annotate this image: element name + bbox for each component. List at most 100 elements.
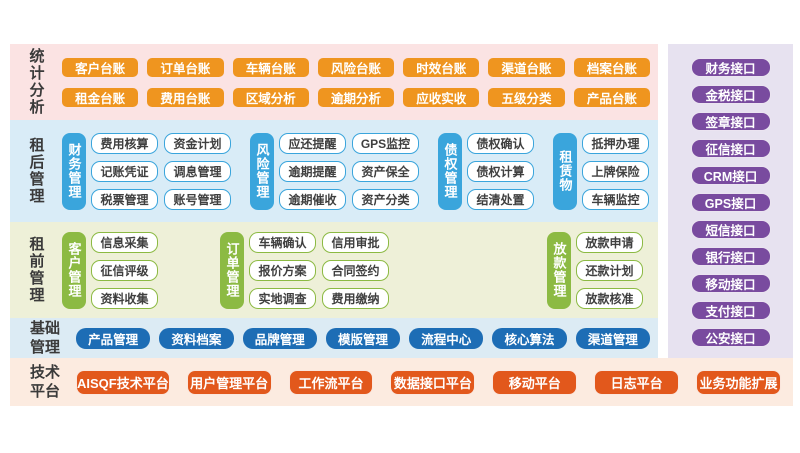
group-items: 债权确认 债权计算 结清处置 [467, 132, 534, 210]
module-button[interactable]: 征信评级 [91, 259, 158, 281]
module-button[interactable]: 报价方案 [249, 259, 316, 281]
module-button[interactable]: 资产分类 [352, 188, 419, 210]
group-loan-label: 放款管理 [547, 231, 571, 309]
module-button[interactable]: 资料档案 [159, 327, 234, 349]
platform-button[interactable]: 日志平台 [594, 369, 680, 395]
module-button[interactable]: 应还提醒 [279, 132, 346, 154]
module-button[interactable]: 流程中心 [409, 327, 484, 349]
interface-button[interactable]: 金税接口 [690, 85, 771, 104]
module-button[interactable]: 模版管理 [325, 327, 401, 349]
module-button[interactable]: 租金台账 [62, 87, 139, 107]
platform-button[interactable]: 数据接口平台 [390, 369, 476, 395]
module-button[interactable]: 逾期分析 [317, 87, 395, 107]
module-button[interactable]: 账号管理 [164, 188, 231, 210]
group-loan: 放款管理 放款申请 还款计划 放款核准 [547, 231, 643, 309]
layer-tech-platform: 技术平台 AISQF技术平台 用户管理平台 工作流平台 数据接口平台 移动平台 … [10, 358, 793, 406]
platform-button[interactable]: AISQF技术平台 [76, 369, 170, 395]
module-button[interactable]: 产品管理 [76, 327, 151, 349]
module-button[interactable]: 资料收集 [91, 287, 158, 309]
module-button[interactable]: 时效台账 [403, 57, 480, 77]
layer-base-mgmt-label: 基础管理 [30, 319, 61, 357]
interface-button[interactable]: 签章接口 [690, 112, 771, 131]
upper-area: 统计分析 客户台账 订单台账 车辆台账 风险台账 时效台账 渠道台账 档案台账 … [10, 44, 793, 358]
module-button[interactable]: 信用审批 [322, 231, 389, 253]
module-button[interactable]: 资金计划 [164, 132, 231, 154]
group-items: 放款申请 还款计划 放款核准 [576, 231, 643, 309]
module-button[interactable]: 抵押办理 [582, 132, 649, 154]
group-leased-asset: 租赁物 抵押办理 上牌保险 车辆监控 [553, 132, 649, 210]
platform-button[interactable]: 用户管理平台 [186, 369, 272, 395]
module-button[interactable]: 风险台账 [317, 57, 395, 77]
group-creditor: 债权管理 债权确认 债权计算 结清处置 [438, 132, 534, 210]
layer-pre-lease: 租前管理 客户管理 信息采集 征信评级 资料收集 订单管理 [10, 222, 658, 318]
module-button[interactable]: 费用台账 [147, 87, 224, 107]
group-items: 应还提醒 GPS监控 逾期提醒 资产保全 逾期催收 资产分类 [279, 132, 419, 210]
module-button[interactable]: 车辆监控 [582, 188, 649, 210]
module-button[interactable]: 债权确认 [467, 132, 534, 154]
platform-button[interactable]: 工作流平台 [288, 369, 374, 395]
module-button[interactable]: 债权计算 [467, 160, 534, 182]
interface-button[interactable]: 征信接口 [690, 139, 771, 158]
module-button[interactable]: 应收实收 [403, 87, 480, 107]
module-button[interactable]: 核心算法 [492, 327, 567, 349]
module-button[interactable]: 渠道管理 [575, 327, 650, 349]
module-button[interactable]: 品牌管理 [242, 327, 317, 349]
platform-button[interactable]: 业务功能扩展 [696, 369, 781, 395]
group-items: 信息采集 征信评级 资料收集 [91, 231, 158, 309]
platform-button[interactable]: 移动平台 [492, 369, 578, 395]
module-button[interactable]: 客户台账 [62, 57, 139, 77]
module-button[interactable]: 结清处置 [467, 188, 534, 210]
layer-label-rail: 租前管理 [10, 236, 62, 304]
interface-button[interactable]: 财务接口 [690, 58, 771, 77]
module-button[interactable]: 逾期催收 [279, 188, 346, 210]
module-button[interactable]: 信息采集 [91, 231, 158, 253]
module-button[interactable]: 产品台账 [573, 87, 650, 107]
interface-button[interactable]: 短信接口 [690, 220, 771, 239]
module-button[interactable]: 费用核算 [91, 132, 158, 154]
module-button[interactable]: 资产保全 [352, 160, 419, 182]
module-button[interactable]: 放款申请 [576, 231, 643, 253]
module-button[interactable]: 区域分析 [232, 87, 309, 107]
group-finance: 财务管理 费用核算 资金计划 记账凭证 调息管理 税票管理 账号管理 [62, 132, 231, 210]
module-button[interactable]: 合同签约 [322, 259, 389, 281]
group-creditor-label: 债权管理 [438, 132, 462, 210]
group-finance-label: 财务管理 [62, 132, 86, 210]
interface-button[interactable]: GPS接口 [690, 193, 771, 212]
module-button[interactable]: GPS监控 [352, 132, 419, 154]
module-button[interactable]: 费用缴纳 [322, 287, 389, 309]
module-button[interactable]: 五级分类 [488, 87, 565, 107]
interface-button[interactable]: 公安接口 [690, 328, 771, 347]
group-customer-label: 客户管理 [62, 231, 86, 309]
interface-button[interactable]: 支付接口 [690, 301, 771, 320]
group-leased-asset-label: 租赁物 [553, 132, 577, 210]
layer-label-rail: 基础管理 [10, 319, 76, 358]
module-button[interactable]: 渠道台账 [488, 57, 565, 77]
module-button[interactable]: 车辆台账 [232, 57, 309, 77]
group-items: 抵押办理 上牌保险 车辆监控 [582, 132, 649, 210]
module-button[interactable]: 实地调查 [249, 287, 316, 309]
layer-base-mgmt: 基础管理 产品管理 资料档案 品牌管理 模版管理 流程中心 核心算法 渠道管理 [10, 318, 658, 358]
module-button[interactable]: 车辆确认 [249, 231, 316, 253]
interface-button[interactable]: CRM接口 [690, 166, 771, 185]
module-button[interactable]: 上牌保险 [582, 160, 649, 182]
layer-pre-lease-label: 租前管理 [27, 236, 45, 304]
layer-statistics-label: 统计分析 [27, 48, 45, 116]
interface-button[interactable]: 银行接口 [690, 247, 771, 266]
statistics-button-grid: 客户台账 订单台账 车辆台账 风险台账 时效台账 渠道台账 档案台账 租金台账 … [62, 57, 650, 107]
module-button[interactable]: 档案台账 [573, 57, 650, 77]
module-button[interactable]: 逾期提醒 [279, 160, 346, 182]
interface-button[interactable]: 移动接口 [690, 274, 771, 293]
tech-button-grid: AISQF技术平台 用户管理平台 工作流平台 数据接口平台 移动平台 日志平台 … [76, 369, 781, 395]
module-button[interactable]: 调息管理 [164, 160, 231, 182]
group-order: 订单管理 车辆确认 信用审批 报价方案 合同签约 实地调查 费用缴纳 [220, 231, 389, 309]
module-button[interactable]: 订单台账 [147, 57, 224, 77]
module-button[interactable]: 放款核准 [576, 287, 643, 309]
post-lease-groups: 财务管理 费用核算 资金计划 记账凭证 调息管理 税票管理 账号管理 风险管理 [62, 132, 658, 210]
module-button[interactable]: 税票管理 [91, 188, 158, 210]
group-items: 车辆确认 信用审批 报价方案 合同签约 实地调查 费用缴纳 [249, 231, 389, 309]
group-customer: 客户管理 信息采集 征信评级 资料收集 [62, 231, 158, 309]
module-button[interactable]: 还款计划 [576, 259, 643, 281]
group-risk: 风险管理 应还提醒 GPS监控 逾期提醒 资产保全 逾期催收 资产分类 [250, 132, 419, 210]
module-button[interactable]: 记账凭证 [91, 160, 158, 182]
